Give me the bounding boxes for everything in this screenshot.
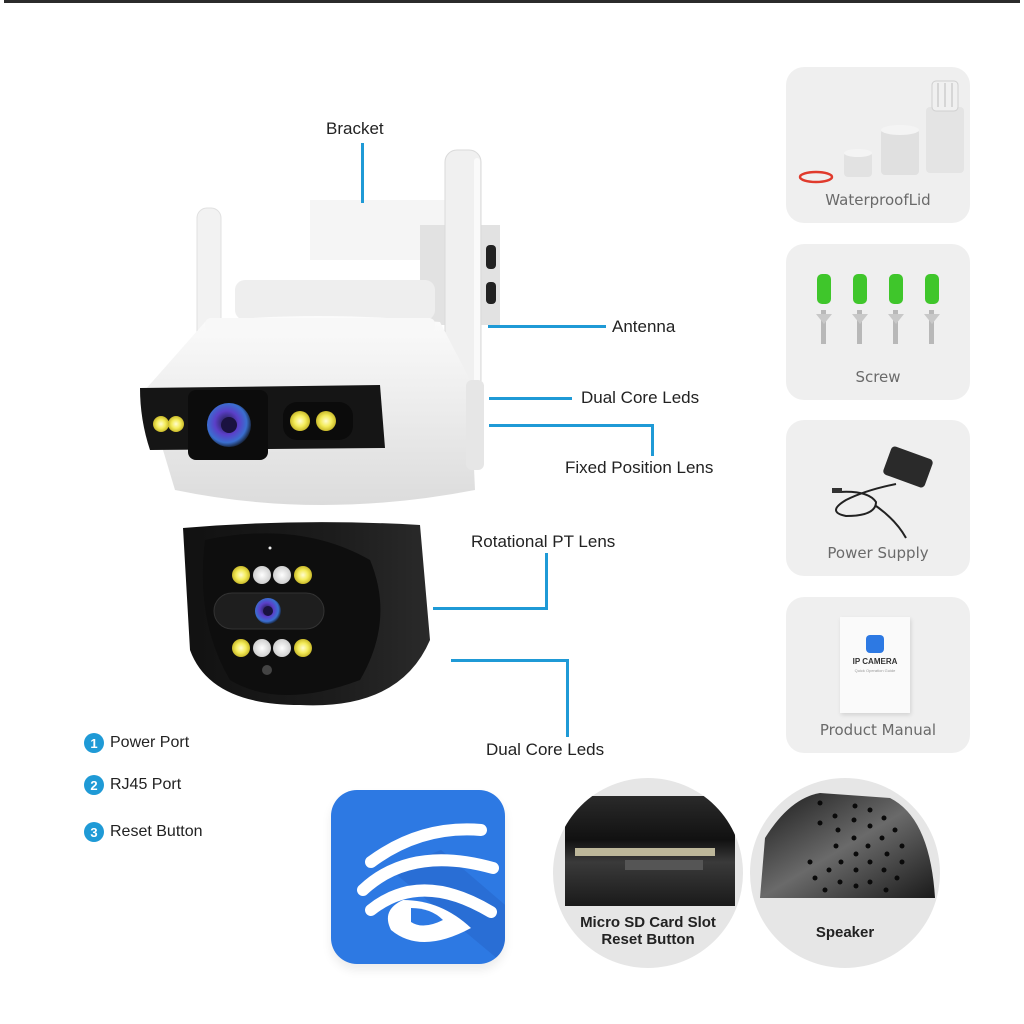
accessory-label: WaterproofLid [825,191,931,209]
accessory-power-supply: Power Supply [786,420,970,576]
number-badge: 2 [84,775,104,795]
callout-dual-core-leds-top: Dual Core Leds [581,388,700,407]
number-badge: 1 [84,733,104,753]
callout-rotational-pt-lens: Rotational PT Lens [471,532,616,551]
detail-speaker: Speaker [750,778,940,968]
detail-micro-sd-slot: Micro SD Card Slot Reset Button [553,778,743,968]
accessory-label: Product Manual [819,721,937,739]
manual-booklet-icon: IP CAMERA Quick Operation Guide [840,617,910,713]
callout-line-dual-core-leds-top [489,397,572,400]
callout-line-leds-bottom-h [451,659,569,662]
sd-slot-label-line2: Reset Button [601,931,695,948]
sd-slot-label-line1: Micro SD Card Slot [580,914,716,931]
accessory-waterproof-lid: WaterproofLid [786,67,970,223]
top-border [4,0,1020,3]
manual-title: IP CAMERA [852,657,898,666]
accessory-label: Screw [855,368,901,386]
number-badge: 3 [84,822,104,842]
callout-antenna: Antenna [612,317,676,336]
callout-line-pt-lens-v [545,553,548,610]
callout-line-fixed-lens-h [489,424,654,427]
eye-logo-icon [357,823,505,964]
callout-fixed-position-lens: Fixed Position Lens [565,458,714,477]
sd-slot-photo [565,796,735,906]
callout-line-leds-bottom-v [566,659,569,737]
accessory-product-manual: IP CAMERA Quick Operation Guide Product … [786,597,970,753]
screw-icon [816,274,940,344]
callout-bracket: Bracket [326,119,384,138]
legend-item-rj45-port: 2 RJ45 Port [84,775,181,795]
legend-item-reset-button: 3 Reset Button [84,822,203,842]
legend-label: RJ45 Port [110,776,182,793]
speaker-label: Speaker [815,924,875,941]
accessory-screw: Screw [786,244,970,400]
speaker-grille-icon [760,793,935,898]
callout-line-fixed-lens-v [651,424,654,456]
callout-line-antenna [488,325,606,328]
callout-line-pt-lens-h [433,607,548,610]
legend-item-power-port: 1 Power Port [84,733,189,753]
legend-label: Reset Button [110,823,203,840]
legend-label: Power Port [110,734,190,751]
app-icon [331,790,505,964]
accessory-label: Power Supply [827,544,929,562]
callout-dual-core-leds-bottom: Dual Core Leds [486,740,605,759]
callout-line-bracket [361,143,364,203]
manual-subtitle: Quick Operation Guide [854,668,896,673]
waterproof-lid-icon [798,80,964,184]
power-adapter-icon [832,446,933,539]
